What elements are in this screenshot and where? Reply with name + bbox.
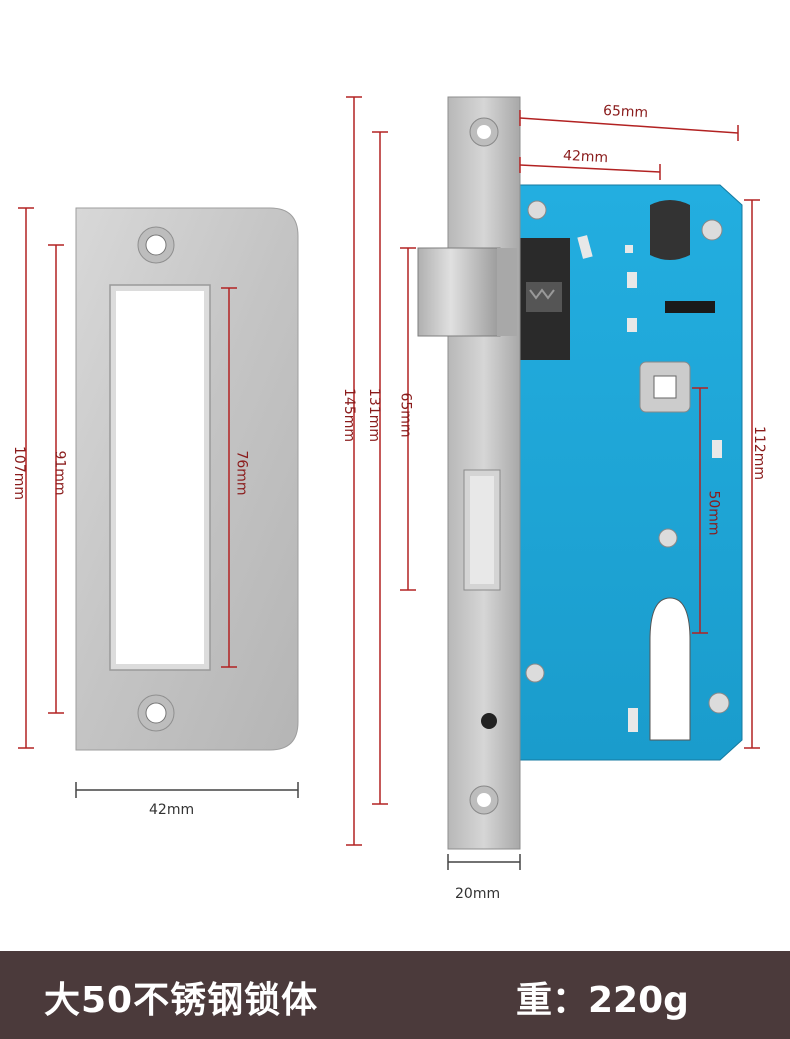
backset-label: 42mm: [562, 147, 609, 167]
case-height-label: 112mm: [751, 426, 767, 480]
product-title: 大50不锈钢锁体: [44, 980, 319, 1021]
faceplate: [447, 96, 521, 850]
footer-bar: 大50不锈钢锁体 重：220g: [0, 951, 790, 1039]
strike-opening-label: 76mm: [233, 450, 250, 496]
strike-width-label: 42mm: [149, 802, 195, 818]
product-weight: 重：220g: [516, 980, 689, 1021]
lock-illustration: [18, 96, 760, 870]
faceplate-holes-label: 131mm: [366, 388, 382, 442]
strike-plate: [75, 207, 299, 751]
product-photo: 42mm 107mm 91mm 76mm 145mm 131mm 65mm 65…: [11, 96, 767, 902]
latch-bolt: [417, 247, 517, 337]
faceplate-width-label: 20mm: [455, 886, 501, 902]
case-depth-label: 65mm: [602, 102, 649, 122]
dimension-lines: [18, 96, 760, 870]
handle-to-cylinder-label: 50mm: [705, 490, 722, 536]
faceplate-height-label: 145mm: [341, 388, 357, 442]
strike-height-outer-label: 107mm: [11, 446, 27, 500]
latch-to-bolt-label: 65mm: [397, 392, 414, 438]
lock-case: [519, 184, 743, 761]
strike-height-holes-label: 91mm: [51, 450, 68, 496]
